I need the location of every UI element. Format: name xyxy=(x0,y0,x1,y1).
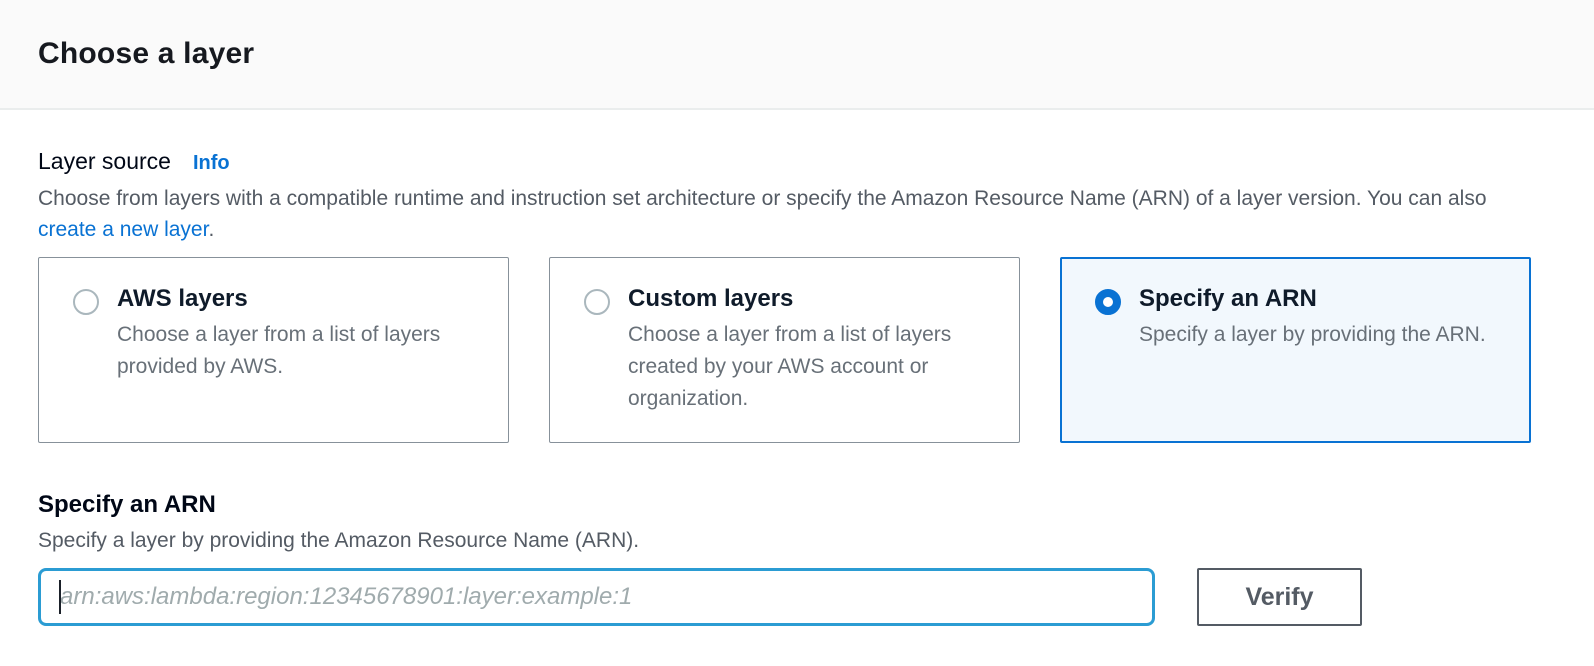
layer-source-label-row: Layer source Info xyxy=(38,148,1531,175)
card-specify-arn-description: Specify a layer by providing the ARN. xyxy=(1139,323,1486,346)
card-custom-layers[interactable]: Custom layers Choose a layer from a list… xyxy=(549,257,1020,443)
card-specify-arn-title: Specify an ARN xyxy=(1139,285,1317,312)
specify-arn-label: Specify an ARN xyxy=(38,491,216,518)
layer-source-label: Layer source xyxy=(38,148,171,174)
verify-button[interactable]: Verify xyxy=(1197,568,1362,626)
layer-source-options: AWS layers Choose a layer from a list of… xyxy=(38,257,1531,443)
text-caret xyxy=(59,580,61,614)
card-aws-layers[interactable]: AWS layers Choose a layer from a list of… xyxy=(38,257,509,443)
description-text: Choose from layers with a compatible run… xyxy=(38,187,1487,210)
radio-specify-arn-icon[interactable] xyxy=(1095,289,1121,315)
arn-input[interactable] xyxy=(38,568,1155,626)
card-specify-arn[interactable]: Specify an ARN Specify a layer by provid… xyxy=(1060,257,1531,443)
layer-source-description: Choose from layers with a compatible run… xyxy=(38,183,1508,245)
panel-header: Choose a layer xyxy=(0,0,1594,110)
layer-source-section: Layer source Info Choose from layers wit… xyxy=(0,110,1594,626)
page-title: Choose a layer xyxy=(38,37,255,70)
radio-custom-layers-icon[interactable] xyxy=(584,289,610,315)
radio-aws-layers-icon[interactable] xyxy=(73,289,99,315)
card-aws-layers-description: Choose a layer from a list of layers pro… xyxy=(117,323,441,378)
card-aws-layers-title: AWS layers xyxy=(117,285,248,312)
description-text-end: . xyxy=(208,218,215,241)
arn-input-row: Verify xyxy=(38,568,1531,626)
card-custom-layers-description: Choose a layer from a list of layers cre… xyxy=(628,323,952,410)
card-custom-layers-title: Custom layers xyxy=(628,285,794,312)
info-link[interactable]: Info xyxy=(192,152,230,174)
create-new-layer-link[interactable]: create a new layer xyxy=(38,218,209,241)
specify-arn-description: Specify a layer by providing the Amazon … xyxy=(38,529,640,552)
